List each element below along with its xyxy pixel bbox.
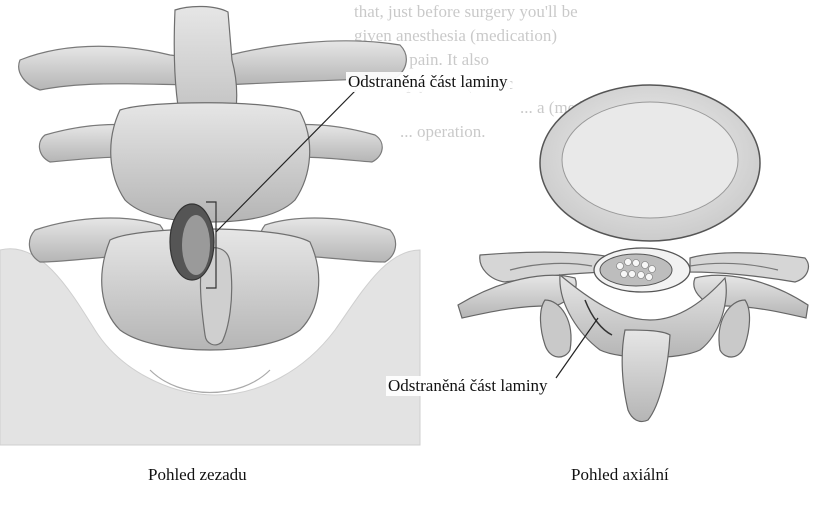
removed-lamina-label-posterior: Odstraněná část laminy — [346, 72, 510, 92]
posterior-view-caption: Pohled zezadu — [148, 465, 247, 485]
axial-view-caption: Pohled axiální — [571, 465, 669, 485]
removed-lamina-label-axial: Odstraněná část laminy — [386, 376, 550, 396]
axial-view-figure — [458, 85, 808, 422]
